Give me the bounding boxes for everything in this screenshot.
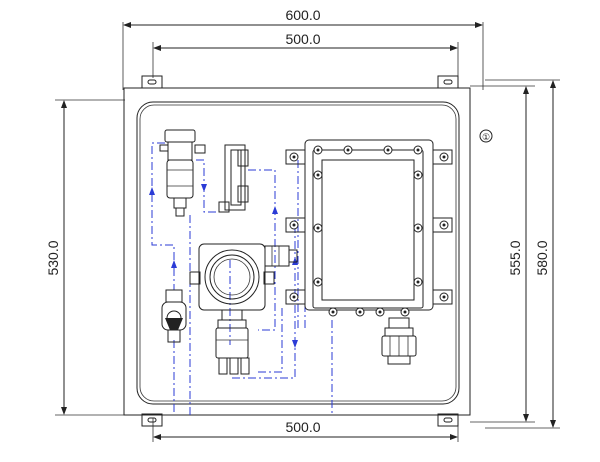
dimension-left-label: 530.0: [45, 240, 61, 275]
cable-gland: [381, 317, 417, 365]
dimension-bottom-label: 500.0: [285, 419, 320, 435]
junction-box: [285, 139, 453, 317]
dimension-right-inner: 555.0: [470, 85, 535, 423]
enclosure-box: [123, 87, 471, 416]
dimension-top-outer-label: 600.0: [285, 7, 320, 23]
dimension-bottom: 500.0: [152, 418, 459, 442]
callout-marker: ①: [479, 129, 493, 143]
flow-meter: [218, 144, 249, 213]
dimension-top-outer: 600.0: [122, 7, 484, 90]
dimension-left: 530.0: [45, 99, 125, 416]
filter-unit: [159, 129, 206, 217]
gas-detector: [189, 243, 298, 375]
dimension-right-outer-label: 580.0: [534, 240, 550, 275]
dimension-top-inner-label: 500.0: [285, 31, 320, 47]
dimension-right-outer: 580.0: [485, 79, 560, 429]
flow-lines: [149, 142, 333, 415]
valve: [161, 289, 187, 343]
dimension-right-inner-label: 555.0: [507, 240, 523, 275]
dimension-top-inner: 500.0: [152, 31, 459, 78]
mounting-tabs: [141, 75, 459, 427]
callout-label: ①: [482, 132, 490, 142]
